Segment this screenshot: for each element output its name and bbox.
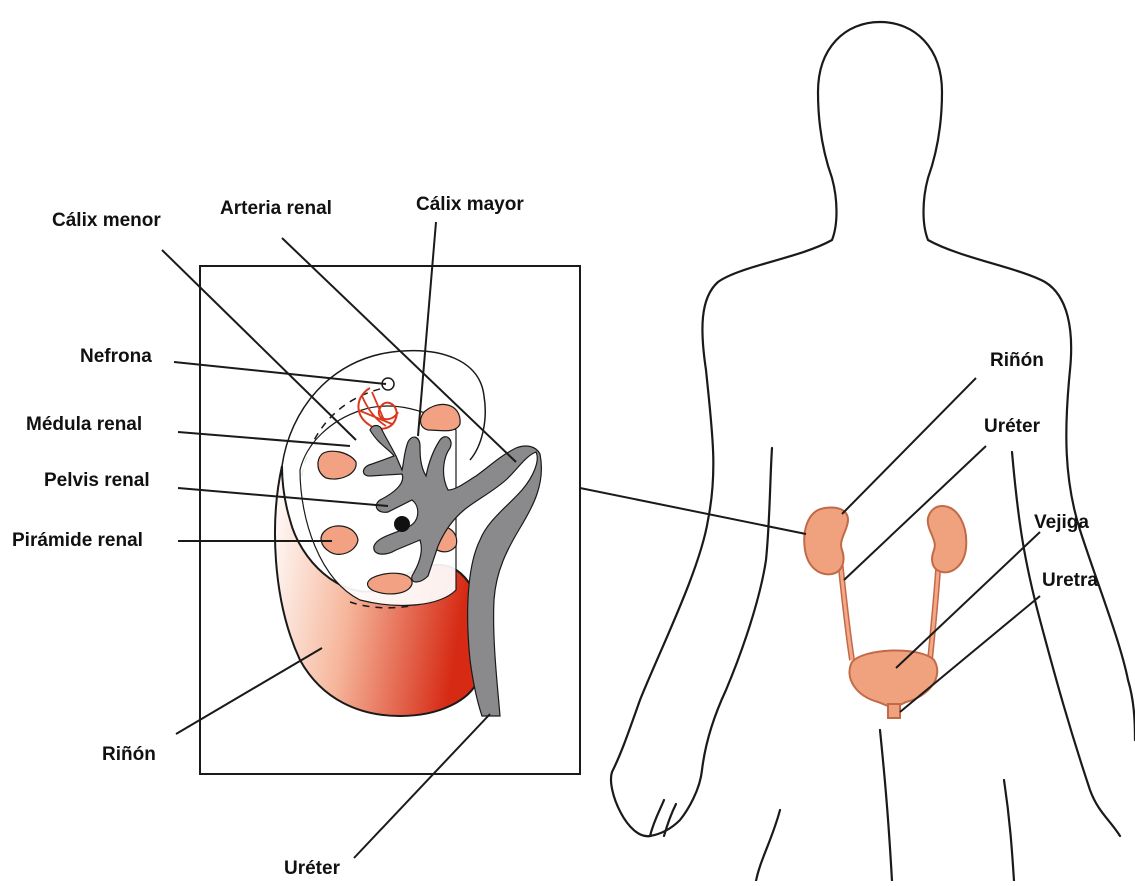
renal-pyramid-1 <box>421 404 461 430</box>
left-hand-fingers <box>650 800 676 836</box>
leader-body-ureter <box>844 446 986 580</box>
body-outline <box>611 22 880 836</box>
label-body-urethra: Uretra <box>1042 570 1098 591</box>
label-renal-medulla: Médula renal <box>26 414 142 435</box>
body-urethra <box>888 704 900 718</box>
label-renal-artery: Arteria renal <box>220 198 332 219</box>
label-body-bladder: Vejiga <box>1034 512 1089 533</box>
label-major-calyx: Cálix mayor <box>416 194 524 215</box>
label-renal-pyramid: Pirámide renal <box>12 530 143 551</box>
label-body-kidney: Riñón <box>990 350 1044 371</box>
body-outline-right <box>880 22 1135 740</box>
body-labels: Riñón Uréter Vejiga Uretra <box>984 350 1098 591</box>
label-renal-pelvis: Pelvis renal <box>44 470 150 491</box>
leader-body-kidney <box>842 378 976 514</box>
label-body-ureter: Uréter <box>984 416 1041 437</box>
label-ureter: Uréter <box>284 858 341 879</box>
urinary-organs-body <box>804 506 966 718</box>
label-minor-calyx: Cálix menor <box>52 210 161 231</box>
body-bladder <box>850 650 938 706</box>
leader-body-bladder <box>896 532 1040 668</box>
label-kidney: Riñón <box>102 744 156 765</box>
left-leg-line <box>756 810 780 881</box>
label-nephron: Nefrona <box>80 346 152 367</box>
leader-minor-calyx <box>162 250 356 440</box>
body-kidney-left <box>804 508 848 575</box>
detail-kidney <box>275 351 541 716</box>
leader-major-calyx <box>418 222 436 436</box>
body-silhouette <box>611 22 1135 881</box>
renal-vein-dot <box>394 516 410 532</box>
right-arm-inner <box>1012 452 1120 836</box>
leader-kidney <box>176 648 322 734</box>
right-leg-line <box>1004 780 1014 881</box>
leader-ureter <box>354 714 490 858</box>
body-kidney-right <box>928 506 966 572</box>
frame-connector-line <box>580 488 806 534</box>
crotch-line <box>880 730 892 881</box>
